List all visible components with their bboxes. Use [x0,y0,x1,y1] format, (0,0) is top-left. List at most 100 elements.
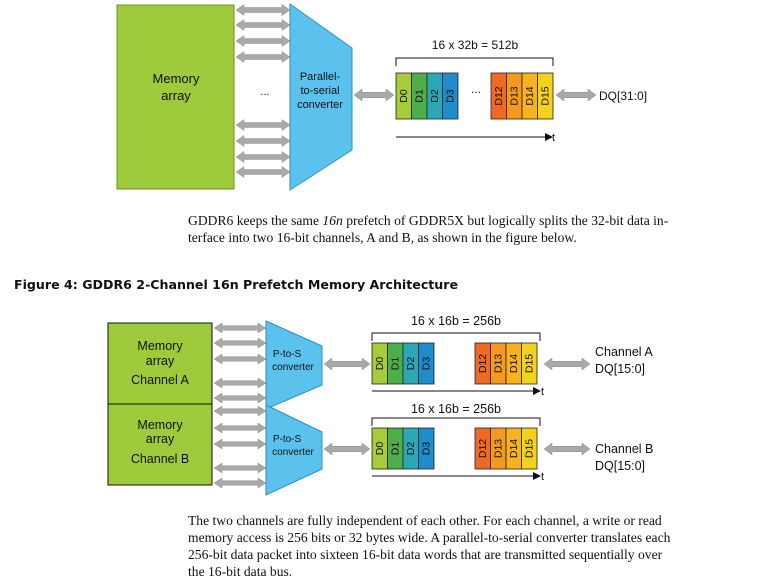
converter-label-line2: to-serial [300,85,339,97]
channel-b-block-line1: Memory [137,418,183,432]
paragraph1-line1: GDDR6 keeps the same 16n prefetch of GDD… [188,212,758,229]
data-cell-label-d13: D13 [492,354,504,373]
paragraph2-line4: the 16-bit data bus. [188,564,293,579]
converter-b-line1: P-to-S [273,434,302,445]
channel-b-bus-arrow-2 [213,422,267,434]
channel-b-converter-arrow [323,442,371,456]
converter-a-line1: P-to-S [273,349,302,360]
data-cell-d3 [442,72,459,120]
output-channel-a-line2: DQ[15:0] [595,362,645,376]
output-arrow [555,88,597,102]
data-cell-label-d14: D14 [524,86,536,105]
data-cell-label-d1: D1 [413,89,425,103]
memory-array-block [116,4,235,190]
time-label-channel-a: t [541,386,544,398]
channel-a-bus-arrow-2 [213,337,267,349]
channel-bus-arrows [213,322,591,489]
bus-arrow-1 [235,4,291,16]
bus-arrow-3 [235,35,291,47]
bus-arrow-2 [235,19,291,31]
bus-arrow-5 [235,119,291,131]
output-channel-b-line1: Channel B [595,442,653,456]
memory-array-label-line2: array [161,88,191,103]
data-cell-label-d0: D0 [374,442,386,456]
channel-a-output-arrow [543,357,591,371]
converter-b-line2: converter [272,447,314,458]
bus-arrow-8 [235,166,291,178]
channel-a-bus-arrow-4 [213,377,267,389]
p-to-s-converter-a [265,320,323,410]
data-cell-d15 [537,72,554,120]
channel-a-bus-arrow-3 [213,353,267,365]
data-cell-label-d2: D2 [429,89,441,103]
bus-ellipsis: ... [260,86,269,98]
channel-a-bus-arrow-1 [213,322,267,334]
data-cell-label-d3: D3 [444,89,456,103]
output-channel-a-line1: Channel A [595,345,653,359]
data-cell-label-d13: D13 [492,439,504,458]
channel-a-converter-arrow [323,357,371,371]
p-to-s-converter-b [265,404,323,496]
channel-b-bus-arrow-4 [213,462,267,474]
channel-b-bus-arrow-3 [213,438,267,450]
paragraph-gddr6-prefetch: GDDR6 keeps the same 16n prefetch of GDD… [188,212,758,246]
brace-label-channel-a: 16 x 16b = 256b [411,314,501,328]
data-cell-label-d0: D0 [398,89,410,103]
channel-b-bus-arrow-1 [213,405,267,417]
paragraph1-line2: terface into two 16-bit channels, A and … [188,230,577,245]
figure4-two-channel-diagram: Memory array Channel A Memory array Chan… [107,314,653,496]
channel-a-block-line2: array [146,354,175,368]
bus-arrow-6 [235,135,291,147]
converter-label-line1: Parallel- [300,71,341,83]
parallel-to-serial-converter [289,3,353,191]
data-cell-label-d15: D15 [523,439,535,458]
paragraph-channels: The two channels are fully independent o… [188,512,758,580]
brace-channel-b [371,417,541,426]
channel-b-block-line3: Channel B [131,452,189,466]
converter-a-line2: converter [272,362,314,373]
data-cell-label-d2: D2 [405,357,417,371]
data-cell-label-d1: D1 [389,442,401,456]
channel-b-output-arrow [543,442,591,456]
paragraph1-emphasis: 16n [322,213,343,228]
memory-array-channel-a [107,322,213,405]
paragraph1-line1-post: prefetch of GDDR5X but logically splits … [342,213,669,228]
data-cell-d15 [521,342,538,385]
cells-ellipsis: ... [471,82,481,96]
time-label-channel-b: t [541,471,544,483]
channel-b-block-line2: array [146,432,175,446]
paragraph2-line1: The two channels are fully independent o… [188,513,662,528]
converter-to-data-arrow [353,88,395,102]
paragraph2-line2: memory access is 256 bits or 32 bytes wi… [188,530,671,545]
data-cell-d3 [418,427,435,470]
figure3-single-channel-diagram: Memory array ... Parallel- to-serial con… [116,3,647,191]
output-label: DQ[31:0] [599,89,647,103]
converter-label-line3: converter [297,99,343,111]
output-channel-b-line2: DQ[15:0] [595,459,645,473]
data-cell-label-d1: D1 [389,357,401,371]
width-brace [395,57,554,66]
data-cell-label-d3: D3 [420,442,432,456]
brace-label: 16 x 32b = 512b [432,38,519,52]
paragraph2-line3: 256-bit data packet into sixteen 16-bit … [188,547,663,562]
data-cell-label-d12: D12 [477,439,489,458]
data-cell-label-d0: D0 [374,357,386,371]
bus-arrow-7 [235,151,291,163]
data-cell-label-d15: D15 [539,86,551,105]
data-cell-label-d2: D2 [405,442,417,456]
data-cell-label-d14: D14 [508,439,520,458]
time-label: t [552,132,555,144]
paragraph1-line1-pre: GDDR6 keeps the same [188,213,323,228]
data-cell-label-d3: D3 [420,357,432,371]
data-cell-label-d12: D12 [493,86,505,105]
data-cell-label-d12: D12 [477,354,489,373]
figure4-caption: Figure 4: GDDR6 2-Channel 16n Prefetch M… [14,277,459,292]
data-cell-d15 [521,427,538,470]
data-cell-label-d13: D13 [508,86,520,105]
memory-array-channel-b [107,403,213,486]
data-cell-d3 [418,342,435,385]
converter-output-arrow [353,88,395,102]
channel-a-block-line3: Channel A [131,373,189,387]
